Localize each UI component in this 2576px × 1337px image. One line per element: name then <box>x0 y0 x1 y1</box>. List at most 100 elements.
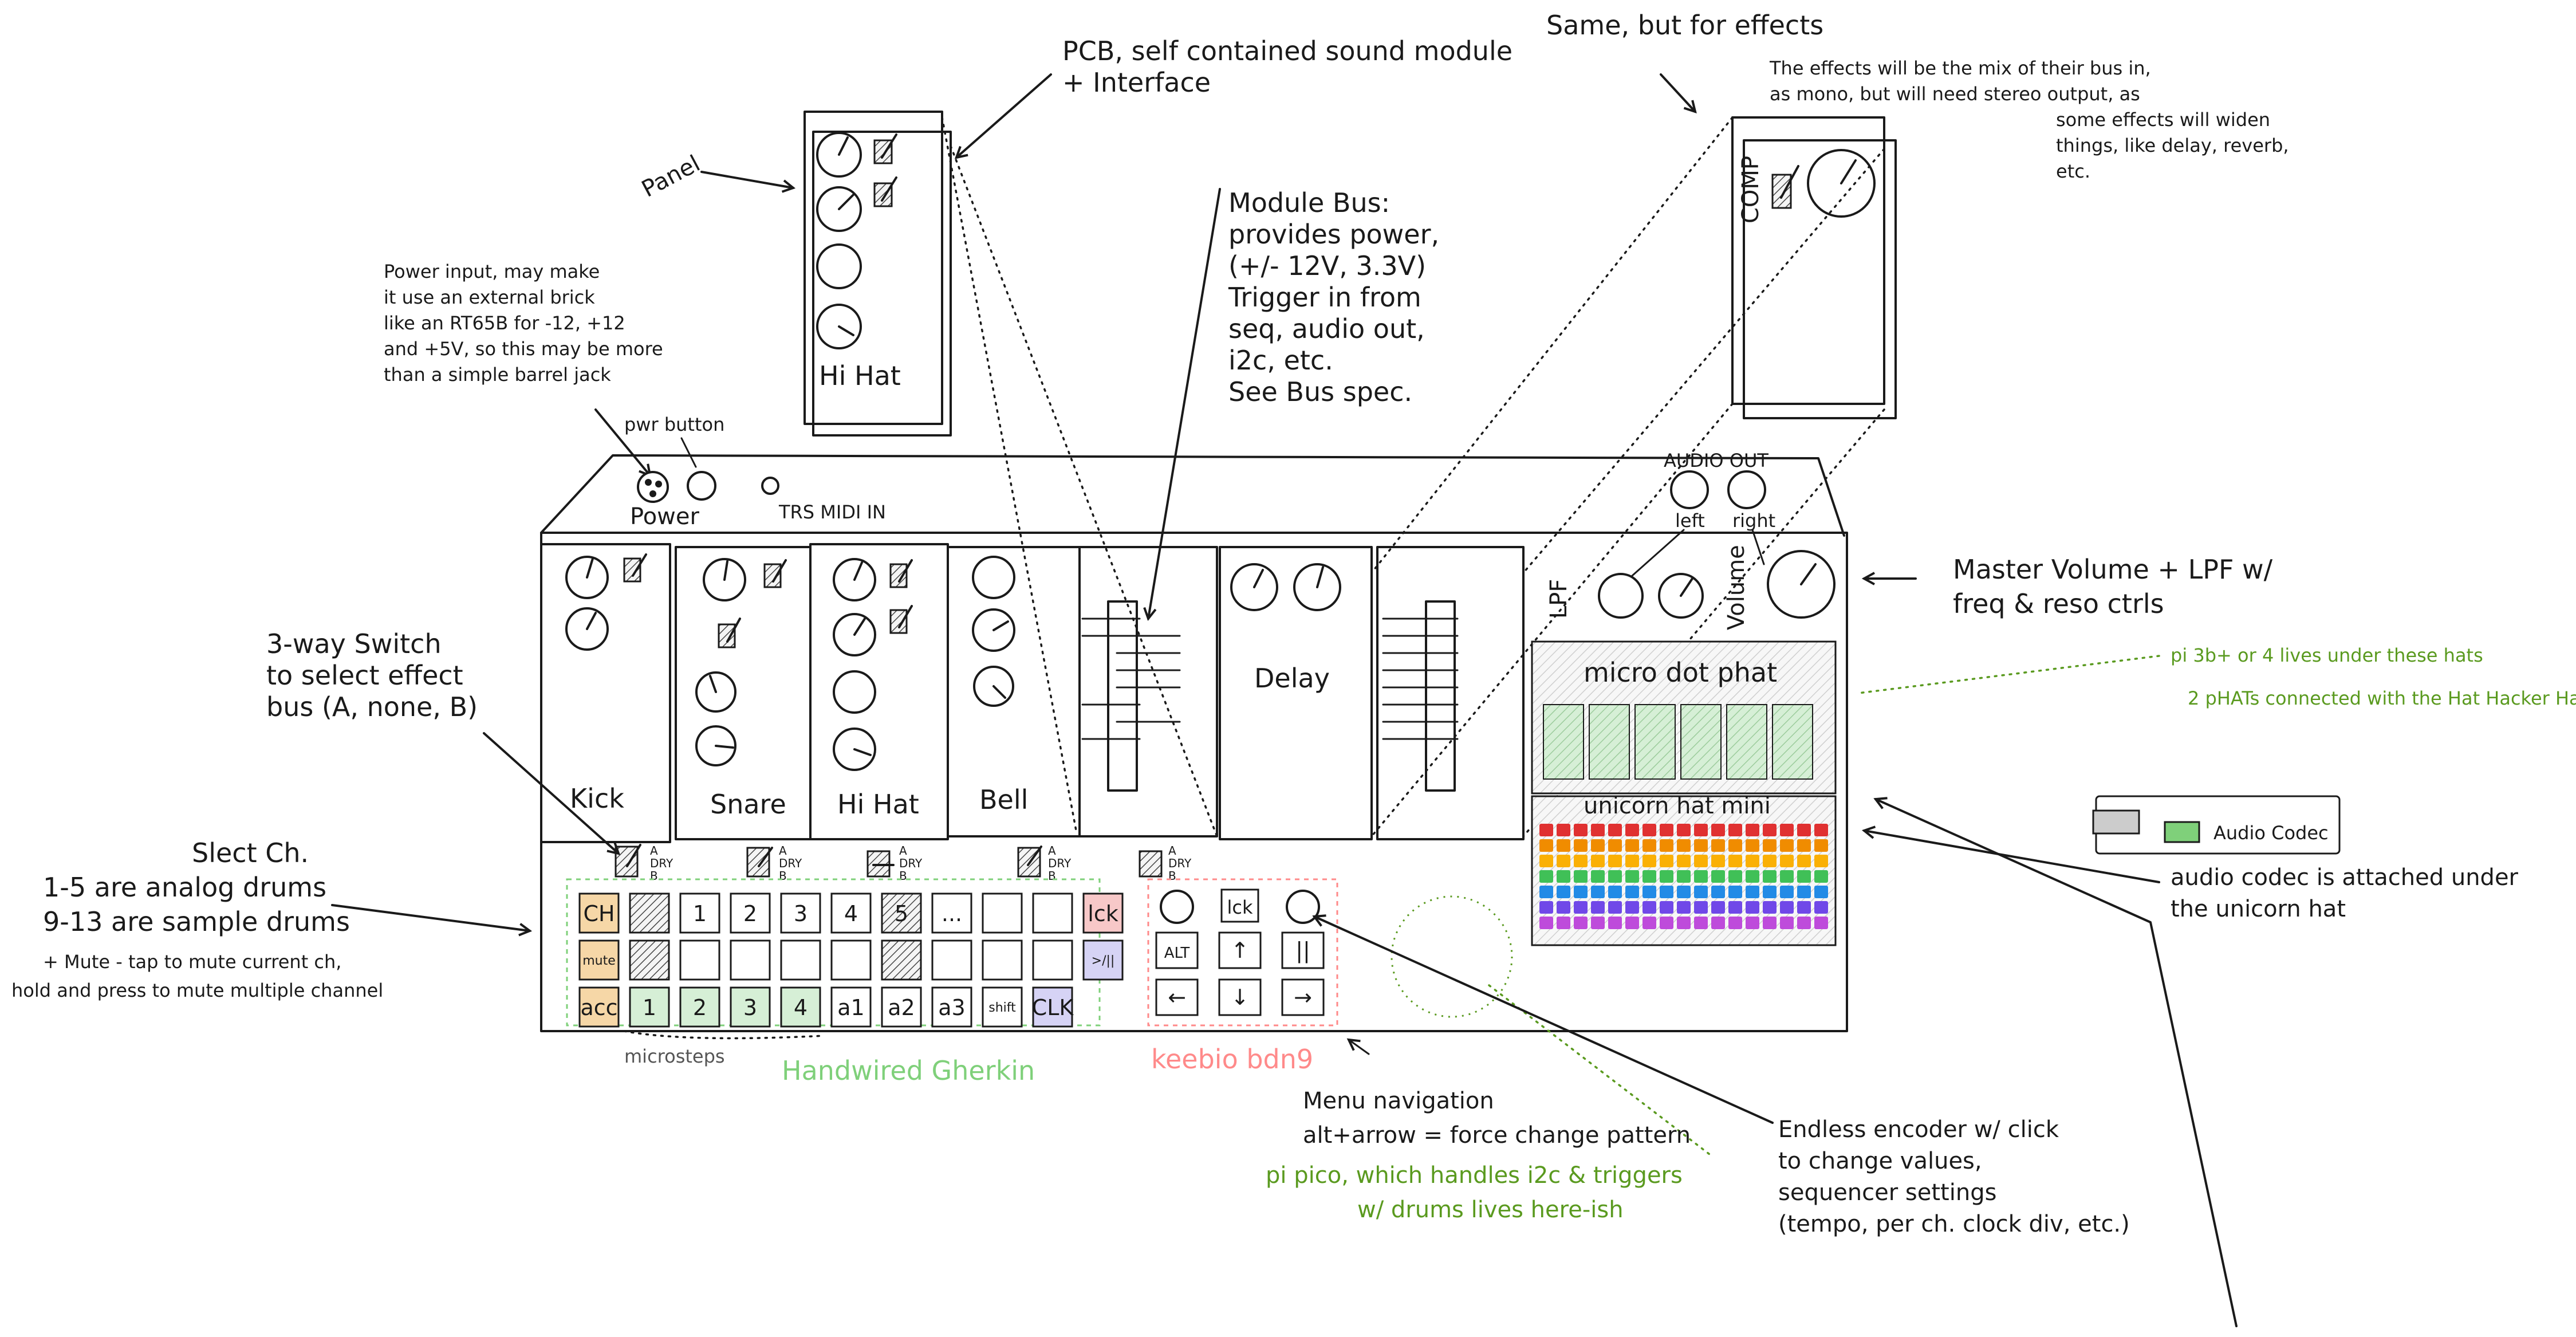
led-pixel <box>1677 855 1691 867</box>
gherkin-key[interactable] <box>931 892 972 934</box>
gherkin-key[interactable] <box>830 939 872 981</box>
led-pixel <box>1780 886 1794 898</box>
gherkin-key[interactable] <box>931 939 972 981</box>
power-button[interactable] <box>687 471 716 501</box>
microsteps-label: microsteps <box>624 1045 725 1067</box>
bdn9-key[interactable] <box>1218 931 1262 969</box>
module-bell: Bell <box>947 546 1081 837</box>
bdn9-key-label: lck <box>1227 896 1252 918</box>
switch-kick[interactable] <box>615 844 641 878</box>
bdn9-key[interactable] <box>1220 888 1259 923</box>
led-pixel <box>1591 855 1605 867</box>
led-pixel <box>1797 917 1811 929</box>
gherkin-key[interactable] <box>830 986 872 1028</box>
bdn9-key[interactable] <box>1218 978 1262 1016</box>
gherkin-key[interactable] <box>931 986 972 1028</box>
gherkin-key[interactable] <box>1032 892 1073 934</box>
gherkin-key[interactable] <box>578 892 620 934</box>
gherkin-key[interactable] <box>730 986 771 1028</box>
unicorn-hat-mini: unicorn hat mini <box>1531 793 1837 946</box>
audio-out-left-jack[interactable] <box>1670 470 1709 509</box>
led-pixel <box>1797 839 1811 852</box>
gherkin-key[interactable] <box>679 892 720 934</box>
gherkin-key[interactable] <box>1032 986 1073 1028</box>
module-delay-label: Delay <box>1254 663 1330 694</box>
switch-hihat[interactable] <box>866 850 895 878</box>
encoder-left[interactable] <box>1160 890 1194 924</box>
gherkin-key[interactable] <box>578 986 620 1028</box>
led-pixel <box>1660 824 1673 836</box>
gherkin-key[interactable] <box>629 892 670 934</box>
audio-out-right-jack[interactable] <box>1727 470 1766 509</box>
led-pixel <box>1677 824 1691 836</box>
power-label: Power <box>630 504 699 530</box>
encoder-note: Endless encoder w/ click to change value… <box>1778 1116 2130 1237</box>
gherkin-key[interactable] <box>830 892 872 934</box>
lpf-freq-knob[interactable] <box>1598 573 1644 619</box>
audio-out-label: AUDIO OUT <box>1664 450 1768 471</box>
gherkin-key[interactable] <box>578 939 620 981</box>
led-pixel <box>1711 886 1725 898</box>
switch-position-label: B <box>1168 869 1176 883</box>
led-pixel <box>1797 855 1811 867</box>
led-pixel <box>1814 901 1828 914</box>
module-delay: Delay <box>1219 546 1373 840</box>
gherkin-key[interactable] <box>982 892 1023 934</box>
led-pixel <box>1780 870 1794 883</box>
gherkin-key[interactable] <box>780 986 821 1028</box>
led-pixel <box>1591 839 1605 852</box>
gherkin-key[interactable] <box>881 986 922 1028</box>
switch-snare[interactable] <box>746 847 773 878</box>
switch-position-label: A <box>1048 844 1056 858</box>
gherkin-key-label: 2 <box>693 995 707 1020</box>
led-pixel <box>1728 870 1742 883</box>
module-bus-connector-2 <box>1376 546 1525 840</box>
gherkin-key[interactable] <box>730 939 771 981</box>
gherkin-key[interactable] <box>629 986 670 1028</box>
gherkin-key[interactable] <box>982 986 1023 1028</box>
bdn9-key[interactable] <box>1155 978 1199 1016</box>
switch-position-label: A <box>1168 844 1176 858</box>
led-pixel <box>1763 824 1777 836</box>
led-pixel <box>1608 870 1622 883</box>
gherkin-key[interactable] <box>881 939 922 981</box>
bdn9-key[interactable] <box>1155 931 1199 969</box>
switch-bell[interactable] <box>1017 846 1042 878</box>
midi-jack[interactable] <box>761 477 779 495</box>
gherkin-key[interactable] <box>629 939 670 981</box>
gherkin-key-label: 5 <box>895 901 908 926</box>
led-pixel <box>1694 839 1708 852</box>
gherkin-key[interactable] <box>881 892 922 934</box>
bdn9-key[interactable] <box>1281 931 1325 969</box>
power-jack <box>637 471 669 503</box>
led-pixel <box>1643 855 1656 867</box>
led-pixel <box>1608 886 1622 898</box>
bdn9-key-label: || <box>1295 938 1310 964</box>
gherkin-key[interactable] <box>730 892 771 934</box>
gherkin-key[interactable] <box>1082 892 1124 934</box>
gherkin-key[interactable] <box>780 892 821 934</box>
gherkin-key[interactable] <box>679 939 720 981</box>
switch-position-label: DRY <box>1048 856 1072 870</box>
led-pixel <box>1539 886 1553 898</box>
led-pixel <box>1746 917 1759 929</box>
led-pixel <box>1711 839 1725 852</box>
gherkin-key[interactable] <box>982 939 1023 981</box>
gherkin-key[interactable] <box>679 986 720 1028</box>
led-pixel <box>1746 870 1759 883</box>
switch-delay[interactable] <box>1139 850 1163 878</box>
gherkin-key[interactable] <box>780 939 821 981</box>
gherkin-key[interactable] <box>1082 939 1124 981</box>
led-pixel <box>1574 870 1588 883</box>
encoder-right[interactable] <box>1286 890 1320 924</box>
led-pixel <box>1728 855 1742 867</box>
led-pixel <box>1728 917 1742 929</box>
led-pixel <box>1625 824 1639 836</box>
led-pixel <box>1557 839 1570 852</box>
gherkin-key[interactable] <box>1032 939 1073 981</box>
led-pixel <box>1625 839 1639 852</box>
led-pixel <box>1608 901 1622 914</box>
bdn9-key[interactable] <box>1281 978 1325 1016</box>
